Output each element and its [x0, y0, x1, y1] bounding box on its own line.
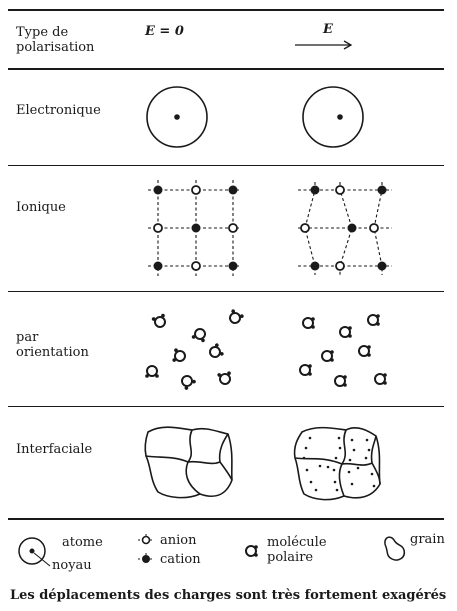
row-label-orientation-line1: par: [16, 330, 39, 345]
header-type-line2: polarisation: [16, 40, 95, 55]
row-label-ionique: Ionique: [16, 200, 66, 215]
legend-molecule-line2: polaire: [267, 550, 314, 565]
row-label-interfaciale: Interfaciale: [16, 442, 93, 457]
field-arrow-icon: [295, 40, 353, 50]
legend-noyau: noyau: [52, 558, 92, 573]
atom-no-field: [146, 86, 208, 148]
anion-icon: [138, 534, 154, 546]
legend-molecule: molécule polaire: [267, 535, 327, 565]
dipoles-aligned: [299, 313, 388, 388]
legend-molecule-line1: molécule: [267, 535, 327, 550]
dipoles-random: [144, 307, 246, 392]
row-rule-1: [8, 165, 444, 166]
ionic-ions-no-field: [153, 185, 238, 271]
top-rule: [8, 9, 444, 11]
atom-with-field: [302, 86, 364, 148]
header-rule: [8, 68, 444, 70]
header-type-label: Type de polarisation: [16, 25, 94, 55]
row-rule-4: [8, 518, 444, 520]
grain-boundary-charges: [302, 436, 376, 492]
grain-icon: [384, 536, 406, 561]
row-label-electronique: Electronique: [16, 103, 101, 118]
atom-nucleus-icon: [18, 537, 51, 567]
row-label-orientation: par orientation: [16, 330, 89, 360]
header-e-zero: E = 0: [145, 24, 184, 39]
legend-atome: atome: [62, 535, 103, 550]
legend-anion: anion: [160, 533, 197, 548]
ionic-ions-with-field: [300, 185, 387, 271]
header-type-line1: Type de: [16, 25, 69, 40]
grains-with-field: [293, 426, 381, 501]
cation-icon: [138, 553, 154, 565]
row-rule-3: [8, 406, 444, 407]
row-rule-2: [8, 291, 444, 292]
grains-no-field: [144, 426, 233, 499]
legend-cation: cation: [160, 552, 201, 567]
polar-molecule-icon: [245, 544, 259, 558]
row-label-orientation-line2: orientation: [16, 345, 89, 360]
figure-caption: Les déplacements des charges sont très f…: [10, 588, 447, 603]
header-e-field: E: [323, 22, 333, 37]
legend-grain: grain: [410, 532, 445, 547]
